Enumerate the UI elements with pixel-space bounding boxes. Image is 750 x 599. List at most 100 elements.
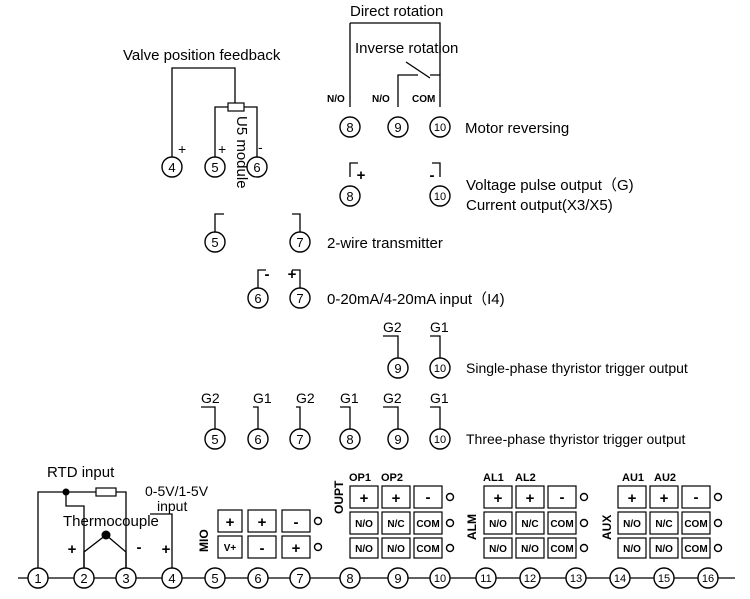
com-wire [430, 74, 441, 107]
svg-text:N/C: N/C [387, 519, 404, 530]
inverse-rotation-wire [397, 74, 418, 107]
three-g1-label-1: G1 [253, 390, 272, 406]
terminal-number: 7 [296, 571, 303, 586]
u5-module-label: U5 module [233, 116, 250, 189]
three-wire-5 [201, 406, 216, 429]
motor-terminal-10: 10 [429, 116, 451, 138]
terminal-7: 7 [289, 567, 311, 589]
single-terminal-9: 9 [387, 357, 409, 379]
au1-label: AU1 [622, 472, 644, 484]
svg-text:8: 8 [346, 432, 353, 447]
volt-input-label-2: input [157, 498, 187, 514]
aux-label: AUX [600, 515, 614, 540]
valve-feedback-label: Valve position feedback [123, 47, 281, 64]
thermocouple-junction [101, 530, 111, 540]
svg-text:V+: V+ [224, 543, 237, 554]
valve-minus-6: - [258, 139, 263, 155]
svg-text:COM: COM [550, 544, 573, 555]
pulse-plus-sign: + [357, 167, 366, 184]
terminal-number: 15 [658, 573, 670, 585]
svg-text:N/O: N/O [623, 519, 641, 530]
terminal-14: 14 [609, 567, 631, 589]
terminal-2: 2 [73, 567, 95, 589]
svg-text:+: + [258, 514, 267, 531]
three-terminal-7: 7 [289, 428, 311, 450]
motor-no-label-2: N/O [372, 94, 390, 105]
svg-text:9: 9 [394, 361, 401, 376]
alm-table: + + - N/O N/C COM N/O N/O COM [483, 485, 589, 559]
motor-com-label: COM [412, 94, 435, 105]
terminal-15: 15 [653, 567, 675, 589]
au2-label: AU2 [654, 472, 676, 484]
terminal-9: 9 [387, 567, 409, 589]
aux-table: + + - N/O N/C COM N/O N/O COM [617, 485, 723, 559]
svg-text:5: 5 [211, 160, 218, 175]
inverse-rotation-label: Inverse rotation [355, 40, 458, 57]
valve-terminal-4: 4 [161, 156, 183, 178]
terminal-number: 8 [346, 571, 353, 586]
svg-text:+: + [494, 490, 503, 507]
svg-text:6: 6 [253, 160, 260, 175]
u5-resistor [227, 102, 245, 112]
three-phase-label: Three-phase thyristor trigger output [466, 431, 686, 447]
ma-plus-wire [292, 269, 301, 288]
svg-text:-: - [426, 489, 431, 506]
svg-text:6: 6 [254, 291, 261, 306]
three-terminal-9: 9 [387, 428, 409, 450]
svg-text:N/O: N/O [489, 544, 507, 555]
svg-text:10: 10 [434, 122, 446, 134]
svg-text:8: 8 [346, 120, 353, 135]
svg-text:+: + [660, 490, 669, 507]
svg-text:+: + [226, 514, 235, 531]
terminal-11: 11 [475, 567, 497, 589]
valve-terminal-5: 5 [204, 156, 226, 178]
direct-rotation-top-wire [350, 22, 441, 75]
terminal-number: 5 [211, 571, 218, 586]
svg-text:10: 10 [434, 434, 446, 446]
u5-right-wire [244, 106, 258, 158]
three-wire-9 [383, 406, 399, 429]
volt-input-label-1: 0-5V/1-5V [145, 483, 209, 499]
svg-text:+: + [628, 490, 637, 507]
terminal-6: 6 [247, 567, 269, 589]
svg-text:5: 5 [211, 235, 218, 250]
svg-text:N/O: N/O [623, 544, 641, 555]
terminal-number: 16 [702, 573, 714, 585]
pulse-minus-wire [432, 162, 441, 177]
volt-plus-sign: + [162, 541, 171, 558]
ma-input-label: 0-20mA/4-20mA input（I4) [327, 291, 505, 308]
three-wire-8 [340, 406, 351, 429]
terminal-number: 6 [254, 571, 261, 586]
svg-text:N/C: N/C [521, 519, 538, 530]
terminal-number: 10 [434, 573, 446, 585]
pulse-terminal-10: 10 [429, 185, 451, 207]
rtd-wire-2 [65, 492, 85, 568]
current-output-label: Current output(X3/X5) [466, 197, 613, 214]
ma-plus-sign: + [288, 266, 297, 283]
svg-text:8: 8 [346, 189, 353, 204]
two-wire-terminal-5: 5 [204, 231, 226, 253]
svg-text:-: - [694, 489, 699, 506]
al2-label: AL2 [515, 472, 536, 484]
voltage-pulse-label: Voltage pulse output（G) [466, 177, 634, 194]
svg-text:7: 7 [296, 432, 303, 447]
three-wire-10 [430, 406, 441, 429]
mio-table: + + - V+ - + [217, 509, 323, 559]
thermocouple-wire [83, 534, 127, 568]
single-terminal-10: 10 [429, 357, 451, 379]
single-g1-wire [430, 335, 441, 358]
oupt-label: OUPT [332, 480, 346, 514]
terminal-number: 13 [570, 573, 582, 585]
terminal-1: 1 [27, 567, 49, 589]
valve-plus-5: + [218, 141, 226, 157]
three-terminal-5: 5 [204, 428, 226, 450]
alm-label: ALM [465, 514, 479, 540]
three-terminal-10: 10 [429, 428, 451, 450]
single-g2-label: G2 [383, 319, 402, 335]
svg-text:COM: COM [684, 544, 707, 555]
svg-text:7: 7 [296, 291, 303, 306]
svg-text:N/O: N/O [387, 544, 405, 555]
svg-text:7: 7 [296, 235, 303, 250]
